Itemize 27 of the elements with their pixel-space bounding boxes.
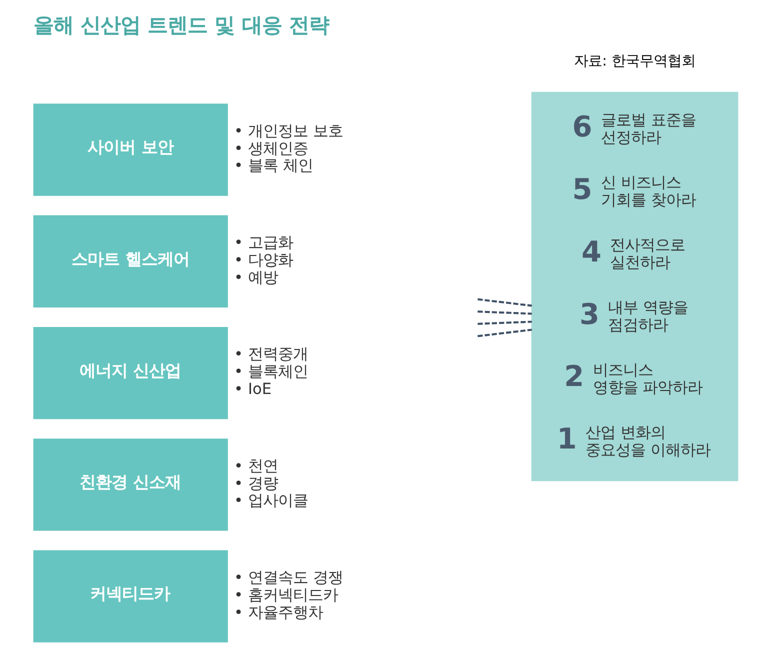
node-label: • 블록 체인 [234,156,312,175]
node-label: • 연결속도 경쟁 [234,568,342,586]
node-label: • 블록체인 [234,362,308,381]
cluster [530,92,738,482]
connector [477,310,532,315]
diagram-title: 올해 신산업 트렌드 및 대응 전략 [32,12,328,37]
node-box: 에너지 신산업 [32,326,228,420]
node-label: • 천연 [234,456,278,475]
node-label: • 자율주행차 [234,603,323,622]
node-label: • 전력중개 [234,345,308,364]
node-label: • 개인정보 보호 [234,122,342,140]
node-label: • 생체인증 [234,139,308,158]
node-box: 스마트 헬스케어 [32,215,228,308]
connector [477,320,532,325]
node-label: • 경량 [234,474,278,492]
connector [477,298,532,307]
node-label: • 예방 [234,268,278,286]
node-box: 친환경 신소재 [32,438,228,531]
node-box: 사이버 보안 [32,104,228,196]
node-label: • 업사이클 [234,492,308,510]
node-box: 커넥티드카 [32,550,228,642]
node-label: • IoE [234,380,272,398]
node-label: • 홈커넥티드카 [234,586,338,604]
caption: 자료: 한국무역협회 [574,53,695,70]
node-label: • 고급화 [234,234,293,252]
connector [477,328,532,338]
node-label: • 다양화 [234,250,293,269]
